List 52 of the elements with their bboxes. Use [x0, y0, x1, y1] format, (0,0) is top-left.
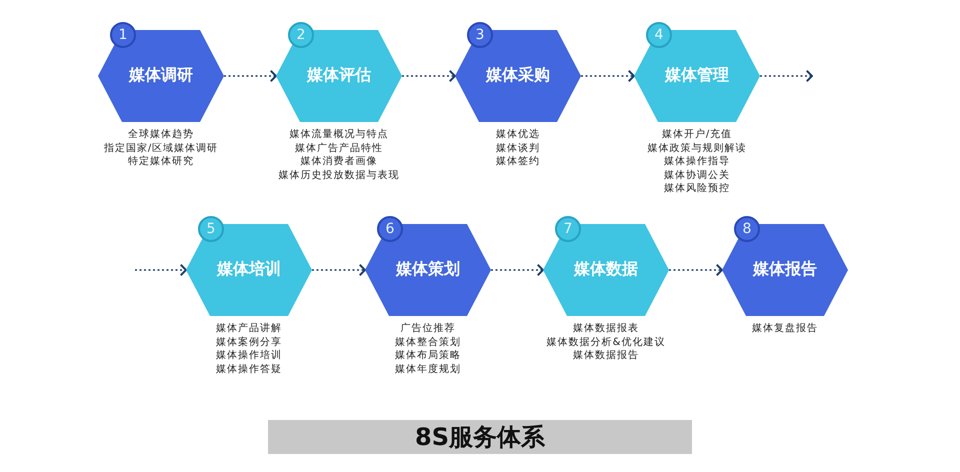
step-item: 媒体优选 — [495, 128, 541, 142]
step-item: 媒体数据报告 — [572, 349, 640, 362]
step-item: 广告位推荐 — [400, 322, 456, 336]
step-item: 指定国家/区域媒体调研 — [102, 142, 220, 155]
step-item: 媒体消费者画像 — [300, 155, 378, 168]
step-title: 媒体培训 — [216, 258, 282, 280]
step-title: 媒体调研 — [128, 64, 194, 86]
arrow — [224, 70, 277, 82]
step-item: 媒体年度规划 — [394, 362, 462, 376]
step-item: 媒体协调公关 — [663, 168, 731, 182]
step-title: 媒体数据 — [572, 258, 639, 280]
step-title: 媒体采购 — [484, 64, 551, 86]
step-number: 2 — [288, 22, 314, 48]
step-item: 媒体开户/充值 — [660, 128, 734, 142]
step-item: 媒体操作培训 — [215, 349, 283, 362]
step-number: 4 — [646, 22, 672, 48]
step-number: 8 — [734, 216, 760, 242]
arrow — [402, 70, 456, 82]
step-item: 媒体历史投放数据与表现 — [278, 168, 400, 182]
arrow — [669, 264, 723, 276]
step-number: 1 — [110, 22, 136, 48]
step-item: 媒体数据分析&优化建议 — [546, 336, 666, 349]
step-number: 5 — [198, 216, 224, 242]
arrow — [312, 264, 366, 276]
step-title: 媒体评估 — [306, 64, 372, 86]
step-title: 媒体报告 — [752, 258, 818, 280]
step-item: 媒体布局策略 — [394, 349, 462, 362]
step-item: 媒体产品讲解 — [215, 322, 283, 336]
arrow — [760, 70, 813, 82]
step-title: 媒体策划 — [394, 258, 461, 280]
step-item: 特定媒体研究 — [127, 155, 195, 168]
step-item: 媒体案例分享 — [215, 336, 283, 349]
step-number: 6 — [377, 216, 403, 242]
step-item: 媒体复盘报告 — [751, 322, 819, 336]
step-item: 媒体谈判 — [495, 142, 541, 155]
step-item: 媒体签约 — [495, 155, 541, 168]
step-item: 媒体操作答疑 — [215, 362, 283, 376]
step-item: 媒体整合策划 — [394, 336, 462, 349]
step-title: 媒体管理 — [664, 64, 730, 86]
step-item: 媒体流量概况与特点 — [288, 128, 390, 142]
title: 8S服务体系 — [268, 420, 692, 454]
step-item: 媒体数据报表 — [572, 322, 640, 336]
step-item: 媒体政策与规则解读 — [646, 142, 748, 155]
arrow — [135, 264, 187, 276]
step-item: 全球媒体趋势 — [127, 128, 195, 142]
step-item: 媒体广告产品特性 — [294, 142, 384, 155]
arrow — [491, 264, 544, 276]
step-number: 3 — [467, 22, 493, 48]
arrow — [581, 70, 635, 82]
step-item: 媒体风险预控 — [663, 182, 731, 196]
step-number: 7 — [555, 216, 581, 242]
step-item: 媒体操作指导 — [663, 155, 731, 168]
